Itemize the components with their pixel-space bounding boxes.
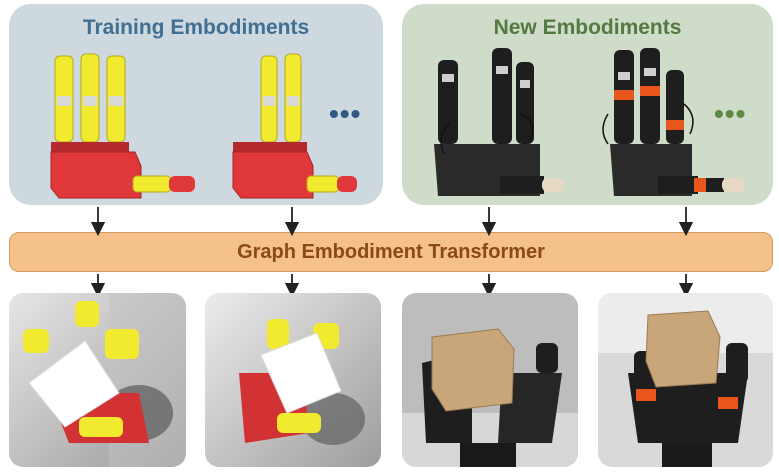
new-embodiments-panel: New Embodiments ••• (402, 4, 773, 205)
new-embodiments-title: New Embodiments (493, 16, 682, 39)
new-hand-1-image (434, 48, 564, 196)
graph-embodiment-transformer-bar: Graph Embodiment Transformer (9, 232, 773, 272)
transformer-label: Graph Embodiment Transformer (237, 240, 545, 263)
real-new-hand-2-cube-photo (598, 293, 773, 467)
new-hand-2-image (602, 48, 744, 196)
training-hand-1-image (50, 53, 195, 199)
more-embodiments-dots: ••• (329, 98, 362, 129)
thumb (107, 174, 195, 193)
sim-training-hand-2-cube-photo (205, 293, 381, 467)
training-embodiments-panel: Training Embodiments ••• (9, 4, 383, 205)
yellow-fingers (54, 53, 126, 143)
training-hand-2-image (232, 53, 357, 199)
sim-training-hand-cube-photo (9, 293, 186, 467)
more-new-embodiments-dots: ••• (714, 98, 747, 129)
real-new-hand-cube-photo (402, 293, 578, 467)
training-embodiments-title: Training Embodiments (82, 16, 310, 39)
